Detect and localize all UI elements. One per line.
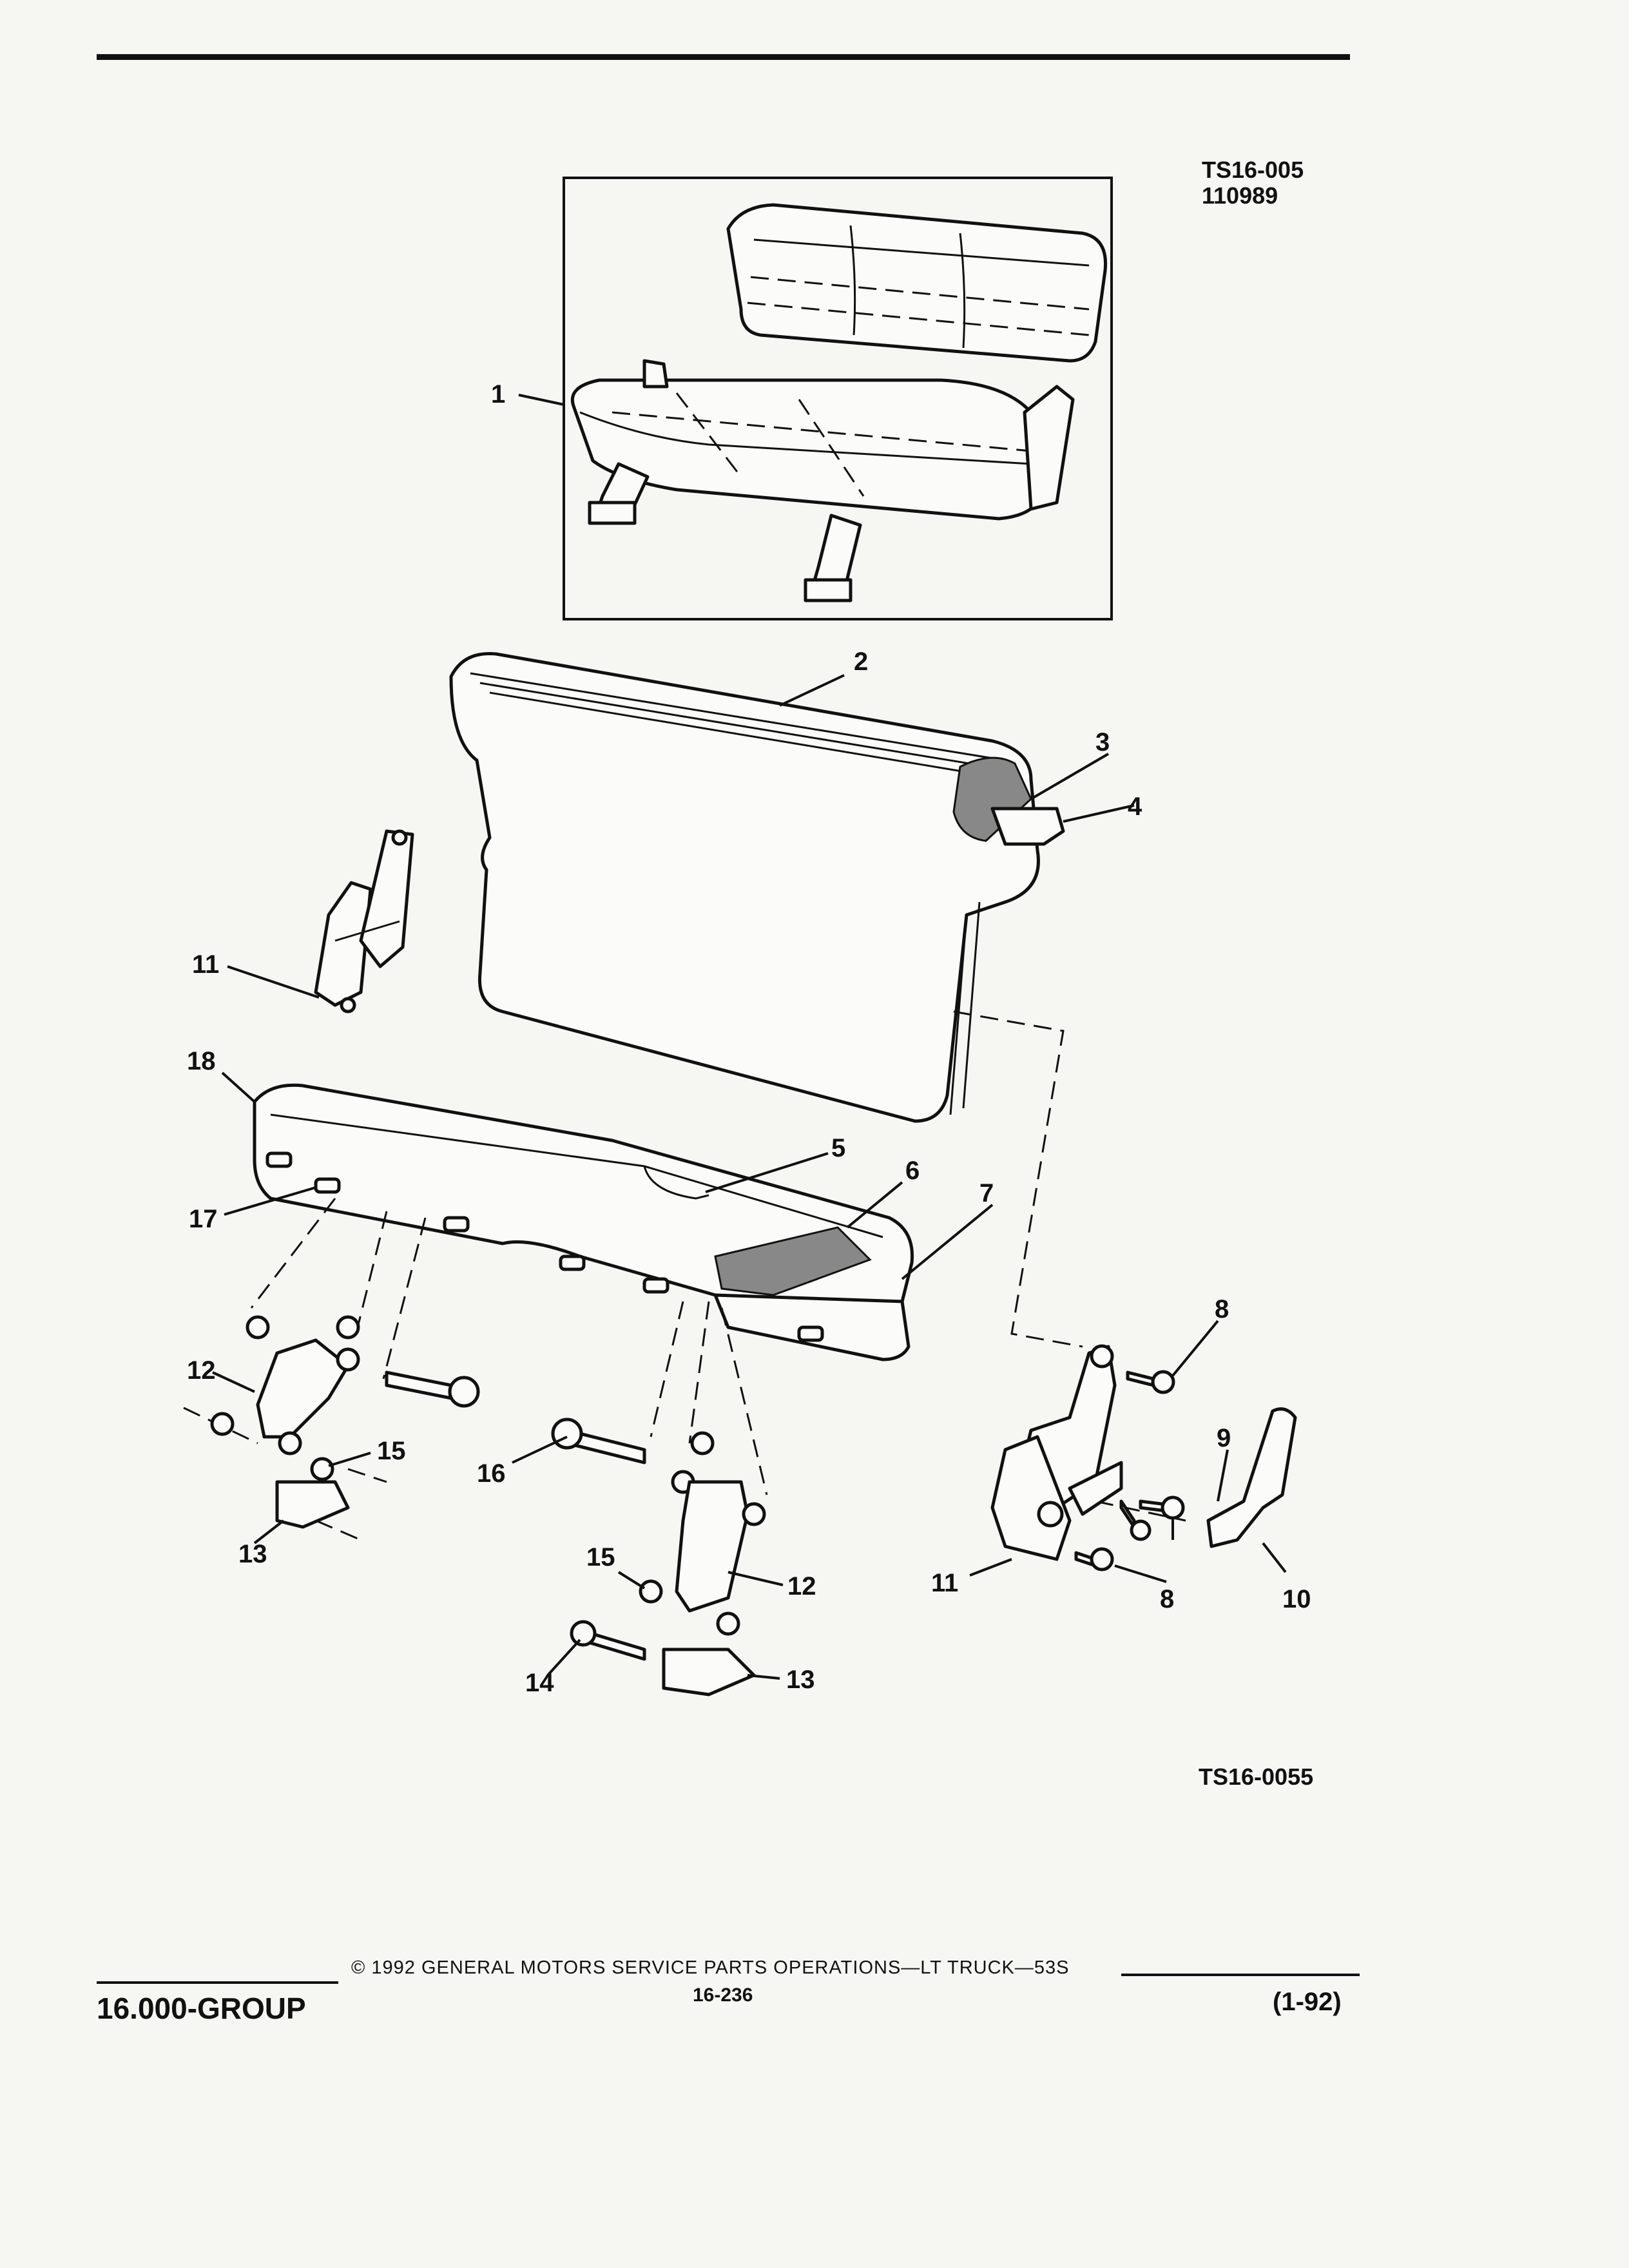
trim-clip <box>559 1254 586 1271</box>
callout-13a: 13 <box>238 1540 267 1568</box>
footer-date: (1-92) <box>1273 1988 1342 2016</box>
footer-copyright: © 1992 GENERAL MOTORS SERVICE PARTS OPER… <box>351 1957 1070 1978</box>
ref-code: TS16-005 <box>1202 157 1304 183</box>
callout-15b: 15 <box>586 1543 615 1571</box>
ref-date: 110989 <box>1202 182 1278 209</box>
hinge-cover <box>1206 1407 1297 1548</box>
callout-7: 7 <box>979 1179 994 1207</box>
callout-13b: 13 <box>786 1666 815 1694</box>
callout-8a: 8 <box>1215 1295 1229 1323</box>
seat-back-frame <box>449 651 1065 1123</box>
callout-14: 14 <box>525 1669 554 1697</box>
callout-12a: 12 <box>187 1356 216 1385</box>
right-hinge-assembly <box>990 1344 1297 1571</box>
top-rule <box>97 54 1350 60</box>
left-bracket-assembly <box>210 1315 480 1529</box>
leader-lines <box>212 394 1287 1680</box>
back-trim-strip <box>990 807 1065 846</box>
footer-rule-left <box>97 1981 338 1984</box>
seat-cushion-frame <box>253 1083 914 1361</box>
callout-11b: 11 <box>931 1569 958 1597</box>
figure-code: TS16-0055 <box>1199 1763 1313 1790</box>
footer-rule-right <box>1121 1974 1360 1976</box>
trim-clip <box>443 1216 470 1233</box>
footer-group: 16.000-GROUP <box>97 1992 306 2025</box>
center-bracket-assembly <box>551 1418 766 1696</box>
callout-4: 4 <box>1128 793 1142 821</box>
trim-clip <box>314 1177 341 1194</box>
callout-2: 2 <box>854 648 868 676</box>
callout-5: 5 <box>831 1134 845 1162</box>
hinge-left <box>314 829 414 1014</box>
cushion-foam-pad <box>714 1226 872 1296</box>
callout-8b: 8 <box>1160 1585 1174 1613</box>
cushion-wire <box>643 1166 709 1200</box>
callout-17: 17 <box>189 1205 218 1233</box>
trim-clip <box>797 1325 824 1342</box>
callout-11a: 11 <box>192 950 219 979</box>
callout-15a: 15 <box>377 1437 406 1465</box>
seat-assembly-inset <box>563 177 1113 620</box>
callout-6: 6 <box>905 1157 920 1185</box>
callout-3: 3 <box>1095 728 1110 756</box>
footer-page-number: 16-236 <box>693 1984 753 2006</box>
callout-10: 10 <box>1282 1585 1311 1613</box>
callout-1: 1 <box>491 380 505 408</box>
callout-12b: 12 <box>787 1572 816 1600</box>
callout-9: 9 <box>1217 1424 1231 1452</box>
callout-18: 18 <box>187 1047 216 1075</box>
trim-clip <box>642 1277 670 1294</box>
callout-16: 16 <box>477 1459 506 1488</box>
trim-clip <box>265 1151 293 1168</box>
